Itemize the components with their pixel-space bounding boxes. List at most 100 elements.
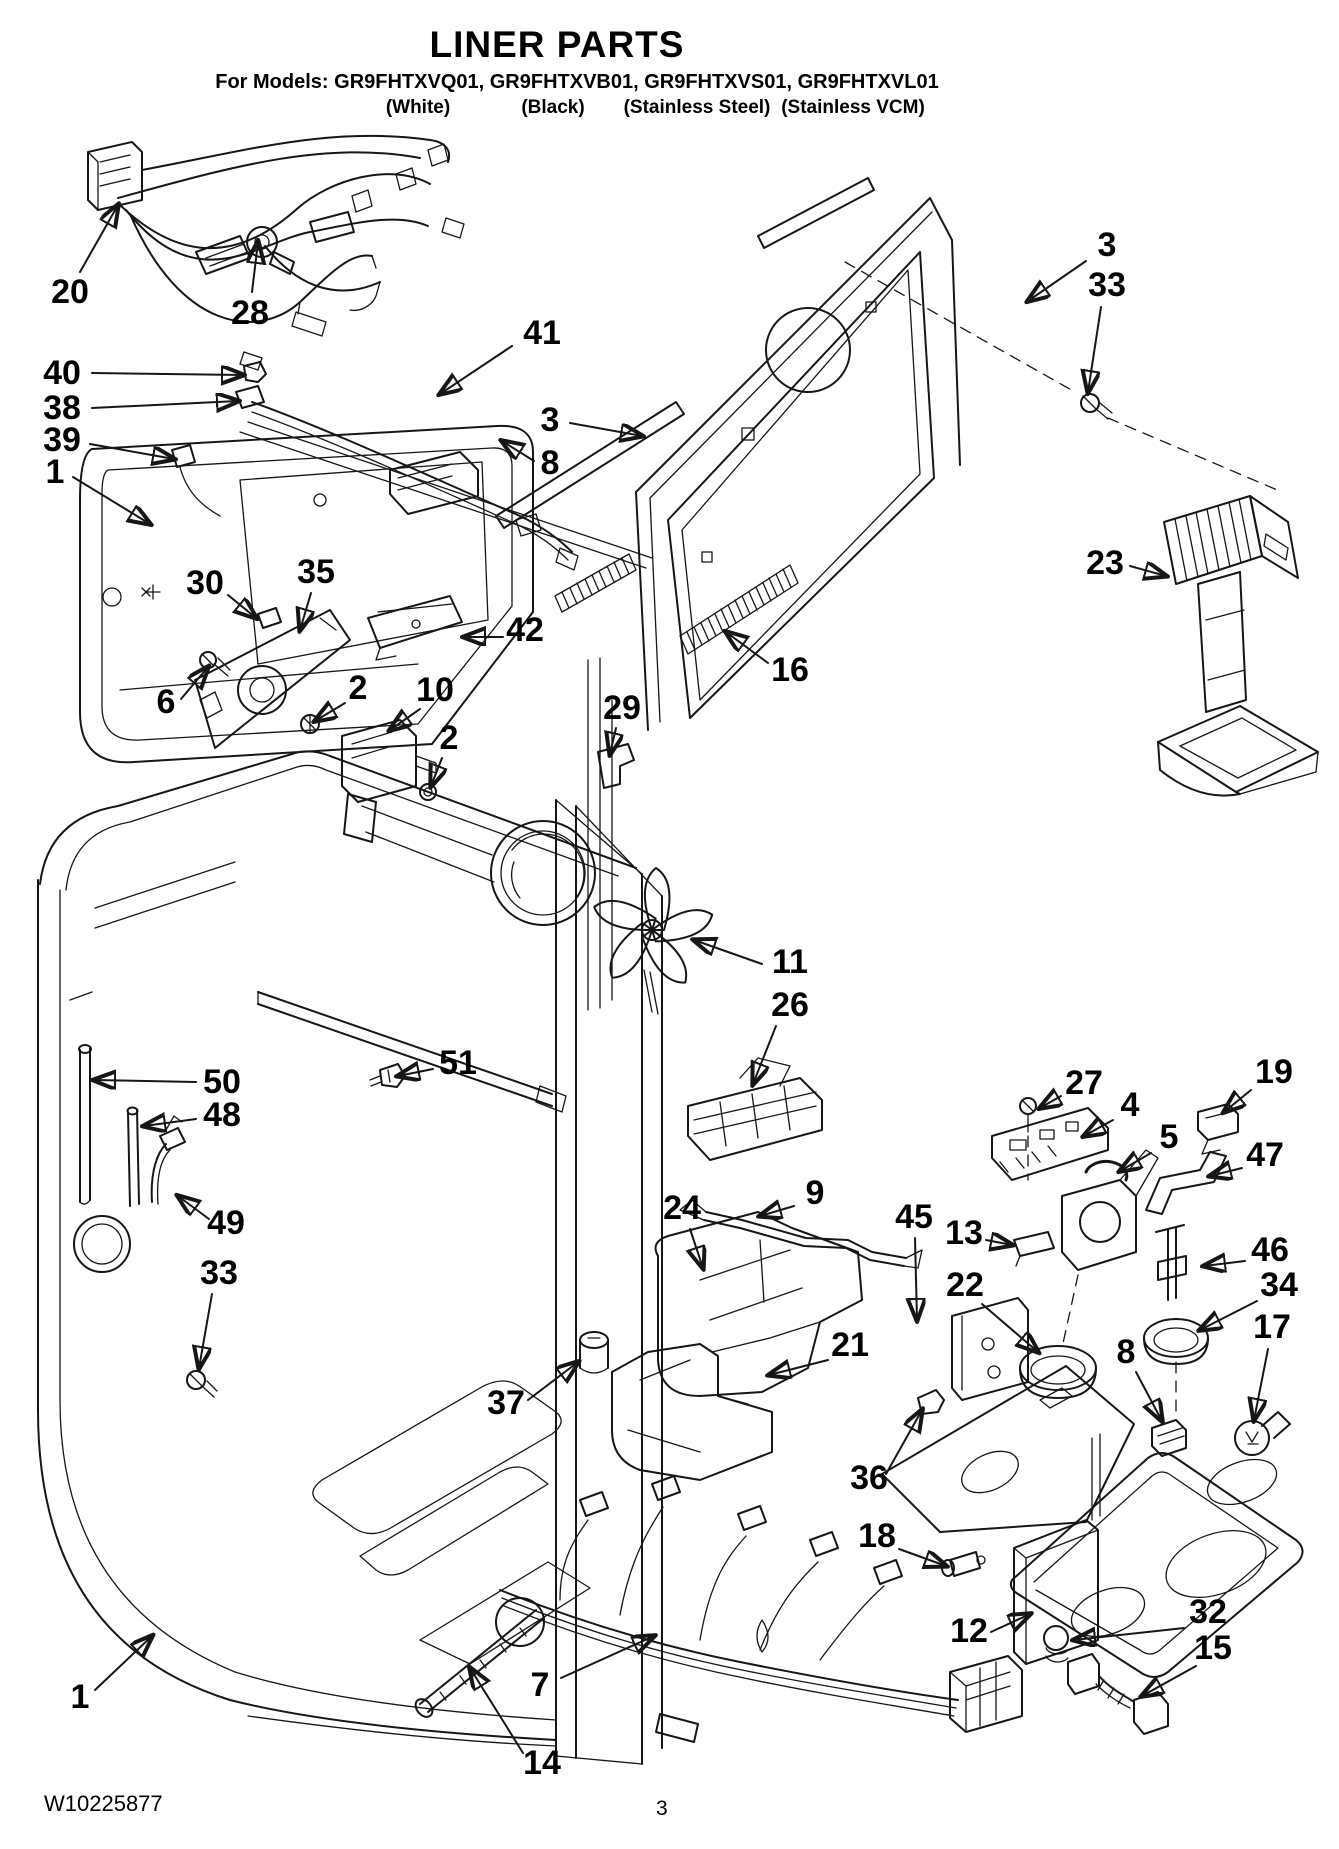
callout-arrow-51	[398, 1069, 434, 1076]
callout-arrow-10	[390, 708, 421, 730]
callout-label-8-top: 8	[541, 444, 560, 482]
callout-arrow-41	[440, 345, 513, 394]
callout-arrow-8-bottom	[1135, 1371, 1162, 1421]
callout-arrow-22	[981, 1303, 1038, 1352]
callout-label-6: 6	[157, 683, 176, 721]
page-title: LINER PARTS	[429, 24, 685, 65]
callout-arrow-30	[227, 594, 256, 618]
evap-cover-drawing	[611, 1199, 1029, 1577]
callout-label-15: 15	[1194, 1629, 1232, 1667]
callout-arrow-34	[1200, 1300, 1258, 1330]
callout-label-24: 24	[663, 1189, 701, 1227]
callout-label-27: 27	[1065, 1064, 1103, 1102]
callout-label-20: 20	[51, 273, 89, 311]
callout-label-51: 51	[439, 1044, 477, 1082]
callout-label-47: 47	[1246, 1136, 1284, 1174]
callout-label-35: 35	[297, 553, 335, 591]
callout-label-40: 40	[43, 354, 81, 392]
callout-label-37: 37	[487, 1384, 525, 1422]
callout-arrow-26	[753, 1025, 777, 1084]
callout-label-50: 50	[203, 1063, 241, 1101]
document-number: W10225877	[44, 1791, 163, 1816]
callout-label-19: 19	[1255, 1053, 1293, 1091]
callout-label-5: 5	[1160, 1118, 1179, 1156]
callout-arrow-40	[91, 373, 243, 375]
callout-arrow-4	[1084, 1120, 1114, 1136]
callout-label-29: 29	[603, 689, 641, 727]
callout-arrow-24	[690, 1228, 703, 1268]
callout-arrow-46	[1204, 1261, 1246, 1266]
callout-label-48: 48	[203, 1096, 241, 1134]
callout-arrow-16	[726, 632, 769, 664]
callout-arrow-7	[560, 1636, 654, 1679]
callout-label-2-a: 2	[349, 669, 368, 707]
bottom-pan-drawing	[881, 1365, 1304, 1678]
callout-arrow-1-bottom	[94, 1636, 152, 1691]
callout-arrow-38	[91, 401, 238, 408]
callout-label-1-top: 1	[46, 453, 65, 491]
callout-arrow-18	[898, 1548, 946, 1566]
cups-bulb-drawing	[1019, 1318, 1291, 1457]
callout-arrow-33-left	[199, 1293, 213, 1368]
callout-arrow-23	[1129, 566, 1166, 576]
callout-label-21: 21	[831, 1326, 869, 1364]
evaporator-panel-drawing	[495, 177, 1283, 731]
callout-arrow-12	[990, 1614, 1030, 1632]
callout-label-45: 45	[895, 1198, 933, 1236]
callout-label-14: 14	[523, 1744, 561, 1782]
callout-arrow-48	[144, 1119, 197, 1126]
callout-label-4: 4	[1121, 1086, 1140, 1124]
callout-arrow-37	[527, 1362, 578, 1401]
callout-label-46: 46	[1251, 1231, 1289, 1269]
callout-label-7: 7	[531, 1666, 550, 1704]
callout-arrow-5	[1120, 1153, 1152, 1171]
callout-arrow-13	[985, 1240, 1012, 1245]
callout-arrow-3-right	[1028, 260, 1087, 301]
callout-label-12: 12	[950, 1612, 988, 1650]
callout-arrow-28	[252, 242, 258, 293]
callout-arrow-21	[769, 1360, 829, 1375]
damper-control-drawing	[194, 595, 635, 1011]
callout-label-2-b: 2	[440, 719, 459, 757]
callout-label-32: 32	[1189, 1593, 1227, 1631]
callout-label-33-right: 33	[1088, 266, 1126, 304]
finish-stainless-steel: (Stainless Steel)	[623, 97, 771, 118]
callout-label-16: 16	[771, 651, 809, 689]
callout-label-3-right: 3	[1098, 226, 1117, 264]
callout-arrow-14	[470, 1668, 524, 1754]
callout-label-23: 23	[1086, 544, 1124, 582]
finish-black: (Black)	[521, 97, 585, 118]
callout-label-26: 26	[771, 986, 809, 1024]
callout-label-10: 10	[416, 671, 454, 709]
diffuser-drawing	[687, 1057, 823, 1161]
callout-arrow-36	[885, 1410, 922, 1475]
callout-arrow-1-top	[72, 476, 150, 524]
refrigerator-liner-drawing	[37, 750, 663, 1765]
callout-arrow-47	[1210, 1168, 1243, 1176]
callout-arrow-2-b	[431, 757, 442, 786]
callout-label-28: 28	[231, 294, 269, 332]
callout-arrow-2-a	[315, 703, 346, 721]
callout-label-36: 36	[850, 1459, 888, 1497]
callout-arrow-27	[1040, 1096, 1061, 1108]
callout-label-13: 13	[945, 1214, 983, 1252]
finish-white: (White)	[385, 97, 451, 118]
callout-label-3-left: 3	[541, 401, 560, 439]
callout-arrow-32	[1074, 1628, 1185, 1640]
callout-arrow-45	[915, 1237, 917, 1320]
control-board-drawing	[991, 1097, 1239, 1415]
callout-label-1-bottom: 1	[71, 1678, 90, 1716]
thermostat-wire-drawing	[171, 361, 579, 571]
callout-label-49: 49	[207, 1204, 245, 1242]
callout-arrow-29	[610, 727, 616, 754]
callout-label-8-bottom: 8	[1117, 1333, 1136, 1371]
callout-arrow-8-top	[502, 441, 535, 462]
callout-arrow-49	[178, 1196, 210, 1220]
callout-arrow-3-left	[569, 422, 642, 436]
models-line: For Models: GR9FHTXVQ01, GR9FHTXVB01, GR…	[215, 71, 939, 93]
callout-arrow-33-right	[1088, 306, 1102, 392]
callout-label-18: 18	[858, 1517, 896, 1555]
